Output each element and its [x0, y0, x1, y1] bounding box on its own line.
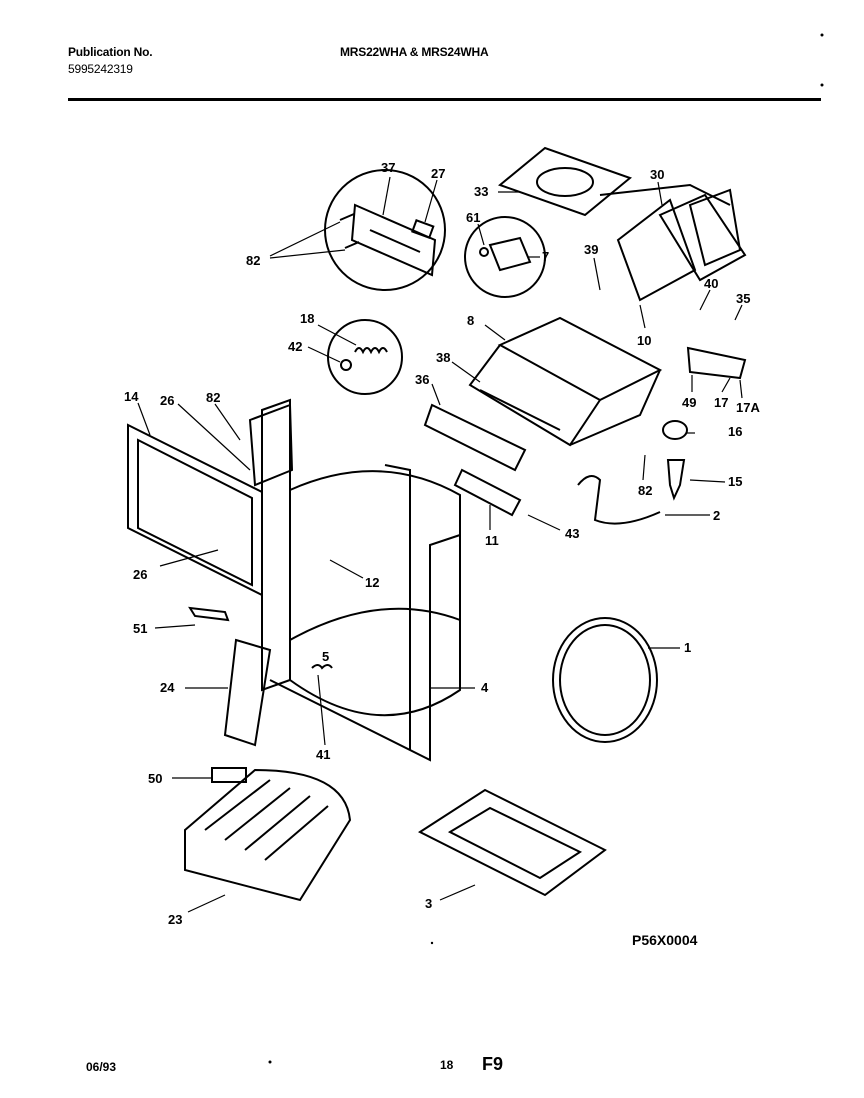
panel-14	[127, 423, 263, 597]
hinge-bracket	[248, 403, 294, 487]
callout-40: 40	[704, 276, 718, 291]
header-rule	[68, 98, 821, 101]
lamp-socket-16	[662, 420, 688, 440]
callout-61: 61	[466, 210, 480, 225]
bar-11	[453, 468, 522, 517]
spring-18	[354, 347, 388, 355]
callout-82-c: 82	[638, 483, 652, 498]
callout-4: 4	[481, 680, 489, 695]
callout-37: 37	[381, 160, 395, 175]
callout-24: 24	[160, 680, 175, 695]
plug-42	[340, 359, 352, 371]
actuator-51	[188, 606, 230, 622]
footer-page-code: F9	[482, 1054, 504, 1074]
callout-35: 35	[736, 291, 750, 306]
callout-36: 36	[415, 372, 429, 387]
footer-date: 06/93	[86, 1060, 117, 1074]
callout-3: 3	[425, 896, 432, 911]
publication-number: 5995242319	[68, 62, 133, 76]
bar-36	[423, 403, 527, 472]
callout-26-b: 26	[133, 567, 147, 582]
callout-7: 7	[542, 249, 549, 264]
frame-30a	[616, 198, 697, 302]
housing-8	[497, 316, 663, 402]
callout-51: 51	[133, 621, 147, 636]
heater-3	[417, 788, 607, 897]
callout-14: 14	[124, 389, 139, 404]
callout-30: 30	[650, 167, 664, 182]
model-title: MRS22WHA & MRS24WHA	[340, 45, 489, 59]
lever-24	[223, 638, 272, 747]
plate-33	[497, 146, 633, 217]
callout-18: 18	[300, 311, 314, 326]
frame-30b	[658, 193, 747, 282]
gasket-1	[552, 617, 658, 743]
callout-1: 1	[684, 640, 691, 655]
callout-33: 33	[474, 184, 488, 199]
switch-7	[488, 236, 532, 272]
callout-17: 17	[714, 395, 728, 410]
front-housing-4	[261, 398, 291, 692]
callout-16: 16	[728, 424, 742, 439]
callout-10: 10	[637, 333, 651, 348]
callout-82-a: 82	[246, 253, 260, 268]
grille-23	[184, 768, 352, 902]
callout-38: 38	[436, 350, 450, 365]
callout-5: 5	[322, 649, 329, 664]
callout-12: 12	[365, 575, 379, 590]
callout-8: 8	[467, 313, 474, 328]
clip-27	[411, 219, 435, 240]
callout-23: 23	[168, 912, 182, 927]
bulb-15	[666, 459, 686, 501]
socket-49	[686, 346, 747, 380]
detail-circle-bracket	[324, 169, 446, 291]
footer-page-number: 18	[440, 1058, 454, 1072]
callout-15: 15	[728, 474, 742, 489]
callout-42: 42	[288, 339, 302, 354]
publication-label: Publication No.	[68, 45, 153, 59]
pad-50	[211, 767, 247, 783]
callout-26-a: 26	[160, 393, 174, 408]
bracket-37	[350, 203, 437, 277]
callout-82-b: 82	[206, 390, 220, 405]
callout-49: 49	[682, 395, 696, 410]
callout-39: 39	[584, 242, 598, 257]
callout-17a: 17A	[736, 400, 760, 415]
spring-41	[311, 664, 333, 670]
callout-41: 41	[316, 747, 330, 762]
callout-27: 27	[431, 166, 445, 181]
callout-11: 11	[485, 533, 499, 548]
detail-circle-switch	[464, 216, 546, 298]
figure-code: P56X0004	[632, 932, 698, 948]
callout-2: 2	[713, 508, 720, 523]
callout-50: 50	[148, 771, 162, 786]
detail-circle-spring	[327, 319, 403, 395]
duct-2	[577, 475, 661, 525]
callout-43: 43	[565, 526, 579, 541]
